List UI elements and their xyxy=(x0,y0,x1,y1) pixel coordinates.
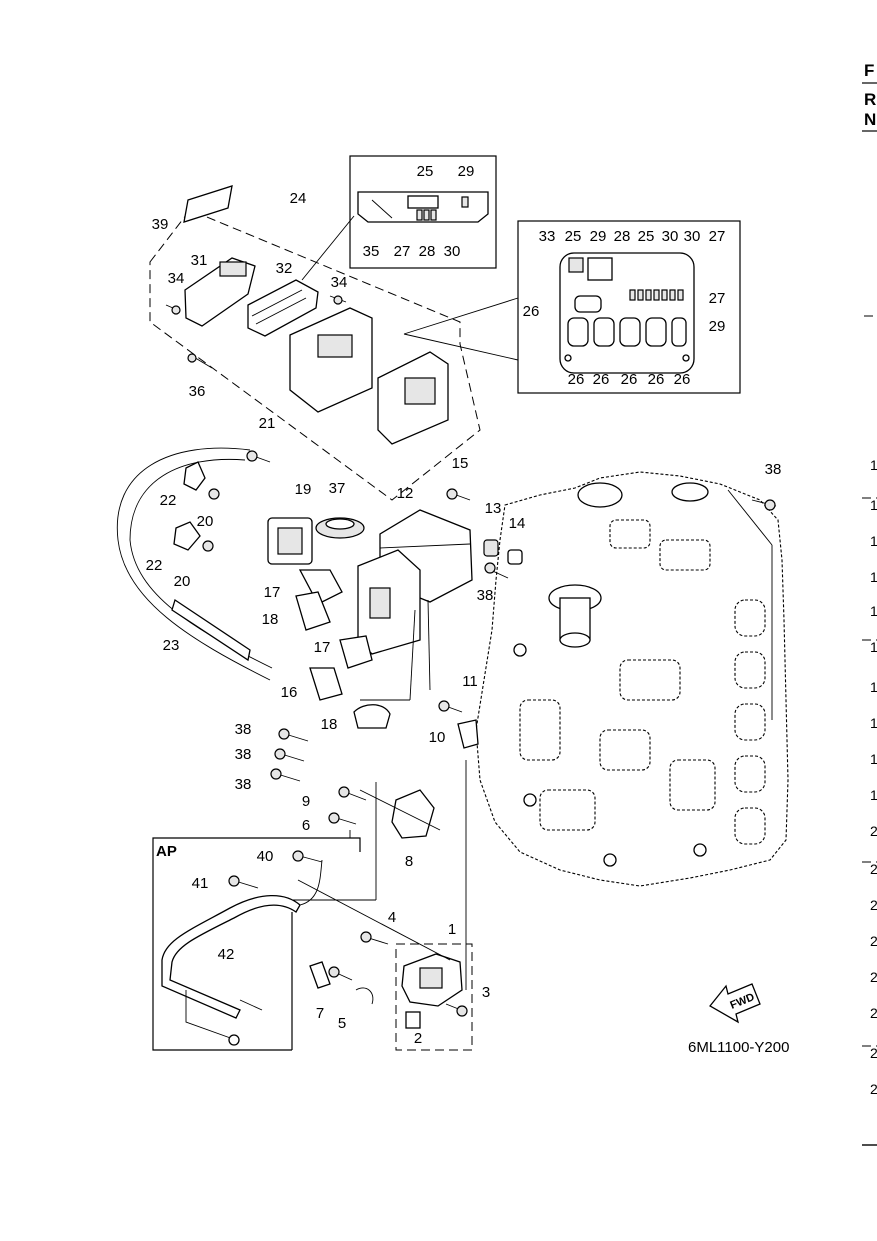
callout-38: 38 xyxy=(477,587,494,604)
callout-29: 29 xyxy=(458,163,475,180)
callout-41: 41 xyxy=(192,875,209,892)
edge-number: 2 xyxy=(870,1045,877,1061)
callout-12: 12 xyxy=(397,485,414,502)
callout-6: 6 xyxy=(302,817,310,834)
edge-number: 1 xyxy=(870,787,877,803)
edge-letter-r: R xyxy=(864,90,876,109)
callout-36: 36 xyxy=(189,383,206,400)
callout-23: 23 xyxy=(163,637,180,654)
callout-19: 19 xyxy=(295,481,312,498)
callout-33: 33 xyxy=(539,228,556,245)
callout-18: 18 xyxy=(262,611,279,628)
callout-38: 38 xyxy=(235,776,252,793)
callout-29: 29 xyxy=(709,318,726,335)
edge-number: 2 xyxy=(870,861,877,877)
engine-block xyxy=(475,471,789,887)
edge-number: 2 xyxy=(870,897,877,913)
callout-42: 42 xyxy=(218,946,235,963)
edge-number: 2 xyxy=(870,1081,877,1097)
right-page-edge: F R N 1 1 1 1 1 1 1 1 1 1 2 2 2 2 2 2 2 2 xyxy=(862,61,877,1146)
inset-box-connector-top xyxy=(349,155,497,269)
callout-31: 31 xyxy=(191,252,208,269)
inset-label-ap: AP xyxy=(156,843,177,860)
callout-29: 29 xyxy=(590,228,607,245)
edge-letter-n: N xyxy=(864,110,876,129)
callout-24: 24 xyxy=(290,190,307,207)
callout-22: 22 xyxy=(160,492,177,509)
callout-26: 26 xyxy=(621,371,638,388)
callout-30: 30 xyxy=(662,228,679,245)
callout-20: 20 xyxy=(197,513,214,530)
edge-number: 1 xyxy=(870,603,877,619)
callout-32: 32 xyxy=(276,260,293,277)
callout-17: 17 xyxy=(264,584,281,601)
callout-5: 5 xyxy=(338,1015,346,1032)
edge-number: 1 xyxy=(870,679,877,695)
callout-11: 11 xyxy=(462,673,478,690)
callout-40: 40 xyxy=(257,848,274,865)
callout-39: 39 xyxy=(152,216,169,233)
callout-25: 25 xyxy=(638,228,655,245)
inset-box-ap: AP xyxy=(152,837,361,1051)
callout-15: 15 xyxy=(452,455,469,472)
callout-17: 17 xyxy=(314,639,331,656)
callout-38: 38 xyxy=(235,746,252,763)
callout-26: 26 xyxy=(523,303,540,320)
callout-27: 27 xyxy=(709,290,726,307)
callout-38: 38 xyxy=(235,721,252,738)
callout-7: 7 xyxy=(316,1005,324,1022)
callout-26: 26 xyxy=(568,371,585,388)
callout-35: 35 xyxy=(363,243,380,260)
callout-25: 25 xyxy=(417,163,434,180)
callout-30: 30 xyxy=(444,243,461,260)
callout-34: 34 xyxy=(331,274,348,291)
callout-27: 27 xyxy=(709,228,726,245)
callout-16: 16 xyxy=(281,684,298,701)
callout-18: 18 xyxy=(321,716,338,733)
fwd-direction-arrow: FWD xyxy=(709,983,761,1024)
callout-13: 13 xyxy=(485,500,502,517)
callout-27: 27 xyxy=(394,243,411,260)
ecu-group xyxy=(149,185,481,501)
edge-number: 1 xyxy=(870,751,877,767)
callout-10: 10 xyxy=(429,729,446,746)
drawing-code: 6ML1100-Y200 xyxy=(688,1039,789,1056)
edge-number: 1 xyxy=(870,533,877,549)
callout-20: 20 xyxy=(174,573,191,590)
callout-26: 26 xyxy=(593,371,610,388)
edge-number: 1 xyxy=(870,457,877,473)
callout-1: 1 xyxy=(448,921,456,938)
callout-9: 9 xyxy=(302,793,310,810)
callout-4: 4 xyxy=(388,909,396,926)
callout-38: 38 xyxy=(765,461,782,478)
callout-26: 26 xyxy=(648,371,665,388)
callout-3: 3 xyxy=(482,984,490,1001)
callout-21: 21 xyxy=(259,415,276,432)
callout-14: 14 xyxy=(509,515,526,532)
edge-letter-f: F xyxy=(864,61,874,80)
edge-number: 2 xyxy=(870,1005,877,1021)
callout-2: 2 xyxy=(414,1030,422,1047)
edge-number: 2 xyxy=(870,823,877,839)
edge-number: 1 xyxy=(870,639,877,655)
edge-number: 2 xyxy=(870,969,877,985)
callout-30: 30 xyxy=(684,228,701,245)
callout-8: 8 xyxy=(405,853,413,870)
callout-25: 25 xyxy=(565,228,582,245)
callout-22: 22 xyxy=(146,557,163,574)
edge-number: 1 xyxy=(870,715,877,731)
harness-and-holders xyxy=(116,447,777,850)
bottom-parts xyxy=(292,760,473,1051)
callout-28: 28 xyxy=(614,228,631,245)
edge-number: 1 xyxy=(870,569,877,585)
callout-34: 34 xyxy=(168,270,185,287)
edge-number: 1 xyxy=(870,497,877,513)
callout-37: 37 xyxy=(329,480,346,497)
inset-box-connector-right xyxy=(517,220,741,394)
callout-28: 28 xyxy=(419,243,436,260)
edge-number: 2 xyxy=(870,933,877,949)
callout-26: 26 xyxy=(674,371,691,388)
